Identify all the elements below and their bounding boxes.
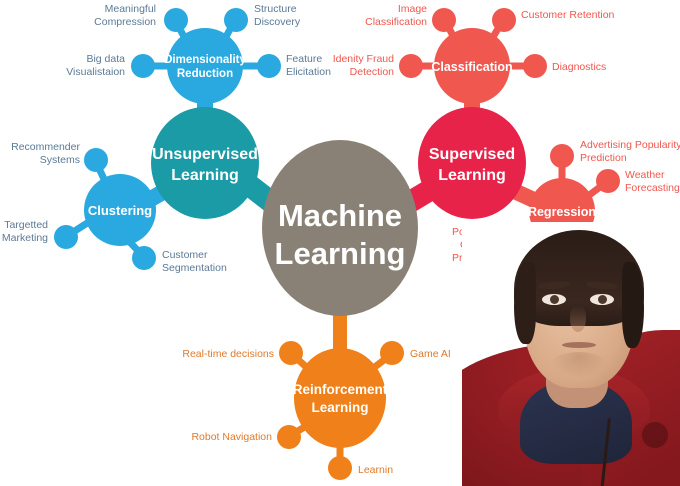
leaf-meaningful-compression-line2: Compression	[94, 16, 156, 28]
hub-clustering[interactable]	[84, 174, 156, 246]
pupil-left	[550, 295, 559, 304]
node-recommender-systems[interactable]	[84, 148, 108, 172]
sub-branch-dimensionality-reduction[interactable]: Dimensionality Reduction Meaningful Comp…	[66, 3, 331, 104]
node-big-data-visualistaion[interactable]	[131, 54, 155, 78]
node-game-ai[interactable]	[380, 341, 404, 365]
center-machine-learning[interactable]: Machine Learning	[262, 140, 418, 316]
node-learning-tasks[interactable]	[328, 456, 352, 480]
leaf-advertising-popularity-prediction-line2: Prediction	[580, 152, 627, 164]
leaf-image-classification-line2: Classification	[365, 16, 427, 28]
chin-shadow	[550, 352, 608, 378]
hub-label-regression: Regression	[528, 205, 596, 219]
leaf-real-time-decisions: Real-time decisions	[182, 348, 274, 360]
node-image-classification[interactable]	[432, 8, 456, 32]
leaf-targetted-marketing-line2: Marketing	[2, 232, 48, 244]
leaf-big-data-visualistaion-line2: Visualistaion	[66, 66, 125, 78]
leaf-game-ai: Game AI	[410, 348, 451, 360]
hub-label-machine-learning-line1: Machine	[278, 198, 402, 233]
hub-label-unsupervised-learning-line1: Unsupervised	[152, 146, 258, 163]
pupil-right	[598, 295, 607, 304]
hub-label-supervised-learning-line2: Learning	[438, 167, 506, 184]
node-targetted-marketing[interactable]	[54, 225, 78, 249]
hub-label-clustering: Clustering	[88, 203, 152, 218]
leaf-targetted-marketing-line1: Targetted	[4, 219, 48, 231]
node-diagnostics[interactable]	[523, 54, 547, 78]
hub-label-reinforcement-learning-line2: Learning	[311, 400, 368, 415]
hub-supervised-learning[interactable]	[418, 107, 526, 219]
hair-side-left	[514, 262, 536, 344]
branch-unsupervised-learning[interactable]: Unsupervised Learning	[151, 107, 259, 219]
leaf-customer-retention: Customer Retention	[521, 9, 615, 21]
nose	[570, 306, 586, 332]
node-weather-forecasting[interactable]	[596, 169, 620, 193]
branch-supervised-learning[interactable]: Supervised Learning	[418, 107, 526, 219]
node-robot-navigation[interactable]	[277, 425, 301, 449]
node-real-time-decisions[interactable]	[279, 341, 303, 365]
leaf-structure-discovery-line2: Discovery	[254, 16, 301, 28]
node-feature-elicitation[interactable]	[257, 54, 281, 78]
hub-classification[interactable]	[434, 28, 510, 104]
hoodie-logo	[642, 422, 668, 448]
leaf-big-data-visualistaion-line1: Big data	[86, 53, 125, 65]
leaf-robot-navigation: Robot Navigation	[191, 431, 272, 443]
leaf-diagnostics: Diagnostics	[552, 61, 606, 73]
node-meaningful-compression[interactable]	[164, 8, 188, 32]
leaf-structure-discovery-line1: Structure	[254, 3, 297, 15]
leaf-idenity-fraud-detection-line2: Detection	[350, 66, 395, 78]
leaf-recommender-systems-line2: Systems	[40, 154, 80, 166]
leaf-feature-elicitation-line2: Elicitation	[286, 66, 331, 78]
leaf-image-classification-line1: Image	[398, 3, 427, 15]
hub-label-dimensionality-reduction-line2: Reduction	[177, 68, 233, 80]
node-advertising-popularity-prediction[interactable]	[550, 144, 574, 168]
node-idenity-fraud-detection[interactable]	[399, 54, 423, 78]
sub-branch-clustering[interactable]: Clustering Recommender Systems Targetted…	[2, 141, 227, 274]
leaf-weather-forecasting-line1: Weather	[625, 169, 665, 181]
hub-label-supervised-learning-line1: Supervised	[429, 146, 515, 163]
hub-reinforcement-learning[interactable]	[294, 348, 386, 448]
branch-reinforcement-learning[interactable]: Reinforcement Learning Real-time decisio…	[182, 341, 451, 480]
leaf-recommender-systems-line1: Recommender	[11, 141, 80, 153]
hub-dimensionality-reduction[interactable]	[167, 28, 243, 104]
hub-label-dimensionality-reduction-line1: Dimensionality	[164, 54, 246, 66]
leaf-meaningful-compression-line1: Meaningful	[105, 3, 156, 15]
mouth	[562, 342, 596, 348]
hub-label-reinforcement-learning-line1: Reinforcement	[293, 382, 388, 397]
sub-branch-classification[interactable]: Classification Image Classification Cust…	[333, 3, 615, 104]
leaf-feature-elicitation-line1: Feature	[286, 53, 322, 65]
person-portrait-overlay	[462, 222, 680, 486]
hub-label-classification: Classification	[431, 60, 512, 74]
hub-unsupervised-learning[interactable]	[151, 107, 259, 219]
hub-label-machine-learning-line2: Learning	[275, 236, 406, 271]
leaf-customer-segmentation-line1: Customer	[162, 249, 208, 261]
leaf-weather-forecasting-line2: Forecasting	[625, 182, 680, 194]
leaf-idenity-fraud-detection-line1: Idenity Fraud	[333, 53, 394, 65]
leaf-advertising-popularity-prediction-line1: Advertising Popularity	[580, 139, 680, 151]
node-customer-retention[interactable]	[492, 8, 516, 32]
hub-label-unsupervised-learning-line2: Learning	[171, 167, 239, 184]
hair-side-right	[622, 262, 644, 348]
leaf-customer-segmentation-line2: Segmentation	[162, 262, 227, 274]
node-structure-discovery[interactable]	[224, 8, 248, 32]
hub-machine-learning[interactable]	[262, 140, 418, 316]
node-customer-segmentation[interactable]	[132, 246, 156, 270]
leaf-learning-tasks: Learnin	[358, 464, 393, 476]
